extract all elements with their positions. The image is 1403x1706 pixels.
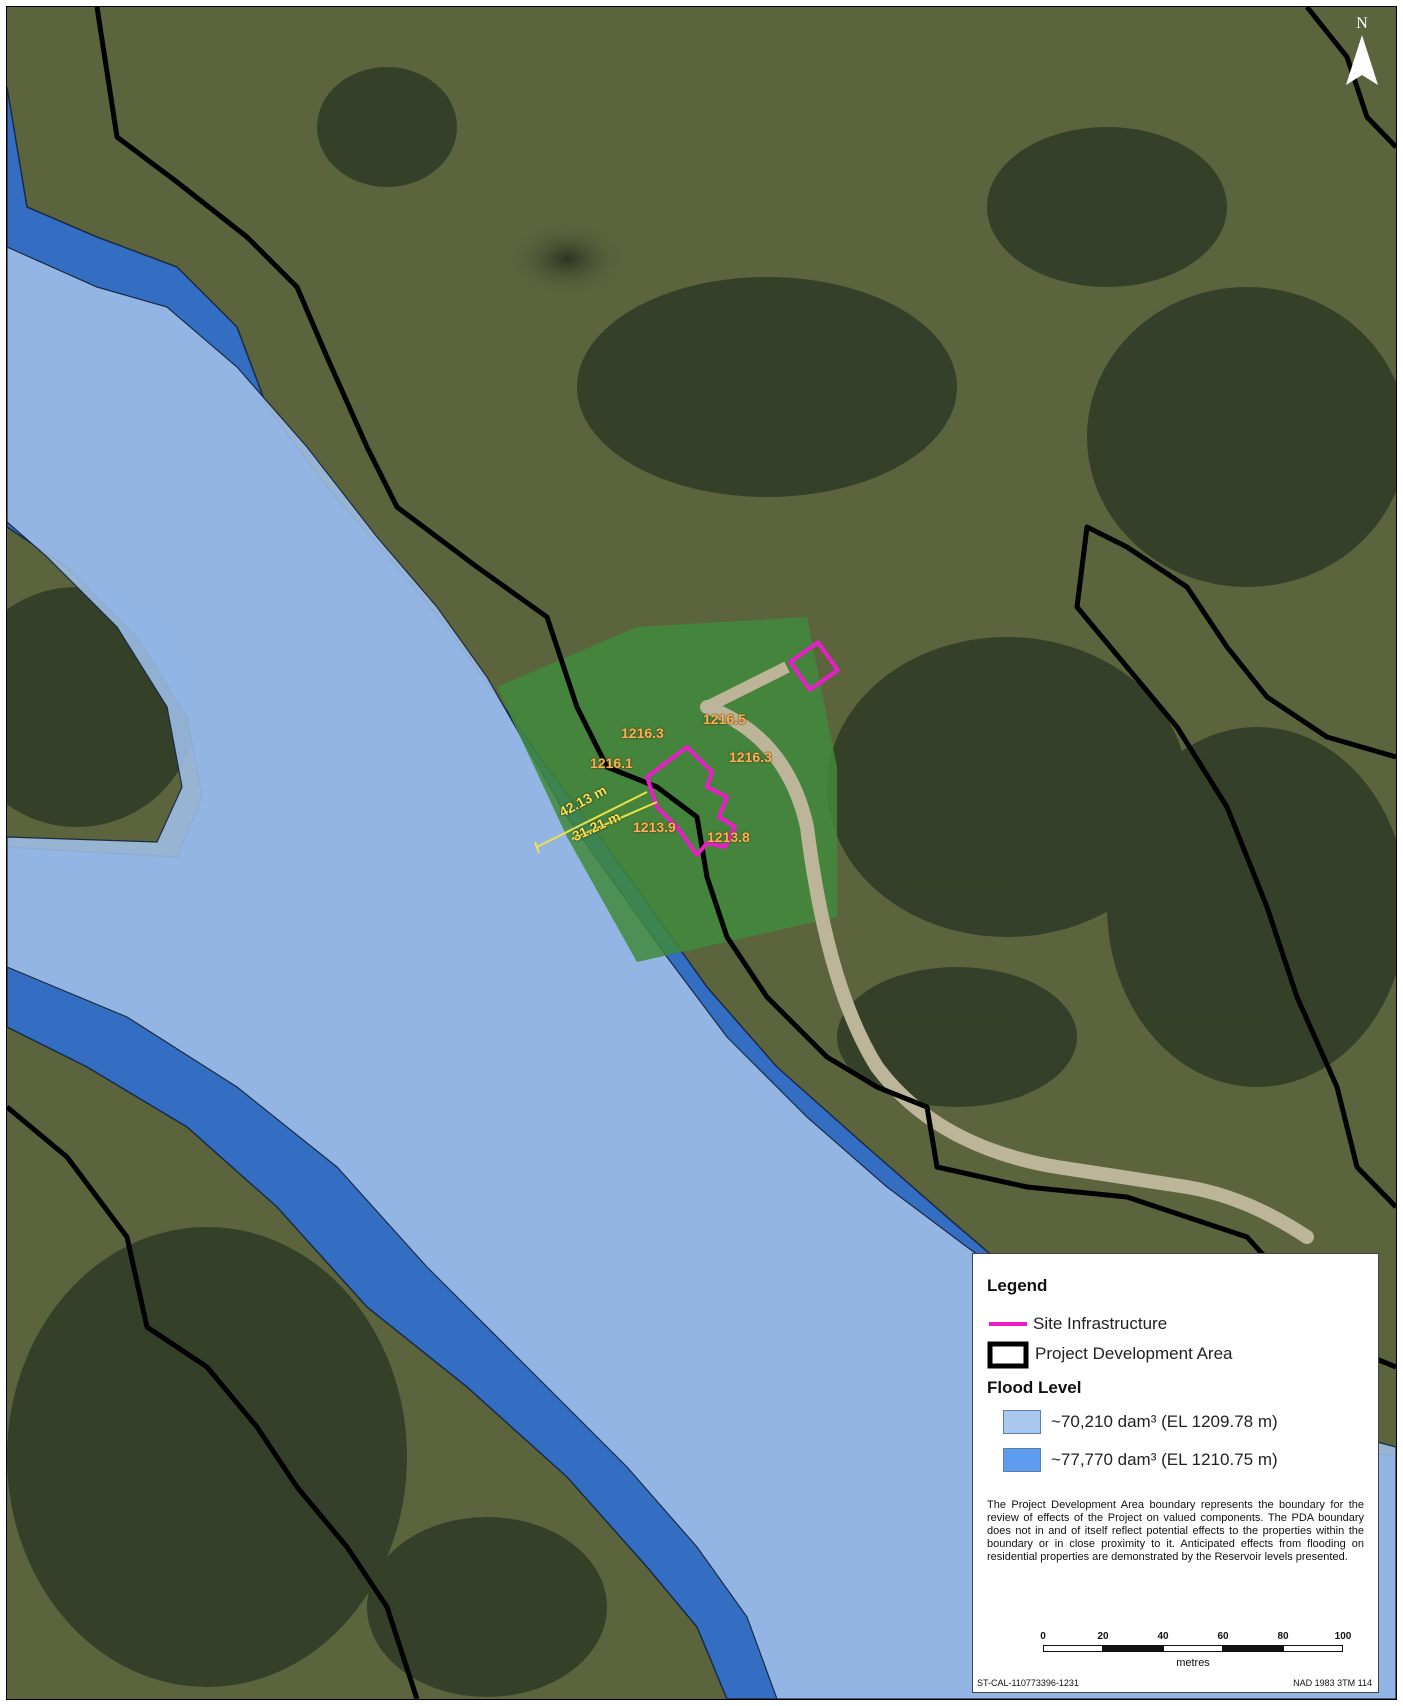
elevation-label: 1216.3 bbox=[621, 725, 664, 741]
legend-title: Legend bbox=[987, 1276, 1048, 1295]
scale-tick: 20 bbox=[1097, 1631, 1109, 1642]
distance-measures bbox=[534, 791, 658, 854]
magenta-line-icon bbox=[989, 1322, 1027, 1326]
pond bbox=[507, 221, 627, 297]
elevation-label: 1216.5 bbox=[703, 711, 746, 727]
driveway-spur bbox=[704, 661, 790, 713]
elevation-label: 1216.3 bbox=[729, 749, 772, 765]
forest-patches bbox=[7, 67, 1396, 1697]
map-frame: N 1216.3 1216.5 1216.1 1216.3 1213.9 121… bbox=[6, 6, 1397, 1700]
scale-tick: 80 bbox=[1277, 1631, 1289, 1642]
north-arrow: N bbox=[1342, 15, 1382, 93]
legend-label: ~70,210 dam³ (EL 1209.78 m) bbox=[1051, 1412, 1278, 1431]
scale-tick: 100 bbox=[1334, 1631, 1352, 1642]
scale-tick: 0 bbox=[1040, 1631, 1046, 1642]
project-development-area bbox=[7, 7, 1396, 1699]
scale-bar: 0 20 40 60 80 100 metres bbox=[1040, 1631, 1351, 1671]
black-outline-box-icon bbox=[987, 1341, 1029, 1369]
lawn-clearing bbox=[497, 617, 837, 962]
flood-dark-swatch bbox=[1003, 1448, 1041, 1472]
elevation-label: 1213.8 bbox=[707, 829, 750, 845]
scale-units: metres bbox=[1176, 1657, 1210, 1669]
scale-segment bbox=[1283, 1645, 1343, 1652]
legend-label: Project Development Area bbox=[1035, 1344, 1233, 1363]
scale-segment bbox=[1103, 1645, 1163, 1652]
elevation-label: 1213.9 bbox=[633, 819, 676, 835]
elevation-label: 1216.1 bbox=[590, 755, 633, 771]
projection-label: NAD 1983 3TM 114 bbox=[1293, 1678, 1372, 1688]
legend-note: The Project Development Area boundary re… bbox=[987, 1499, 1364, 1563]
legend-label: ~77,770 dam³ (EL 1210.75 m) bbox=[1051, 1450, 1278, 1469]
north-label: N bbox=[1356, 15, 1368, 32]
scale-segment bbox=[1223, 1645, 1283, 1652]
legend-panel: Legend Site Infrastructure Project Devel… bbox=[972, 1253, 1379, 1693]
map-canvas bbox=[7, 7, 1396, 1699]
flood-level-title: Flood Level bbox=[987, 1378, 1082, 1397]
flood-light-swatch bbox=[1003, 1410, 1041, 1434]
legend-label: Site Infrastructure bbox=[1033, 1314, 1168, 1333]
driveway bbox=[700, 700, 1314, 1244]
map-code: ST-CAL-110773396-1231 bbox=[977, 1678, 1079, 1688]
scale-tick: 60 bbox=[1217, 1631, 1229, 1642]
scale-segment bbox=[1163, 1645, 1223, 1652]
north-arrow-icon bbox=[1346, 35, 1378, 85]
scale-segment bbox=[1043, 1645, 1103, 1652]
site-infrastructure bbox=[645, 640, 840, 857]
scale-tick: 40 bbox=[1157, 1631, 1169, 1642]
